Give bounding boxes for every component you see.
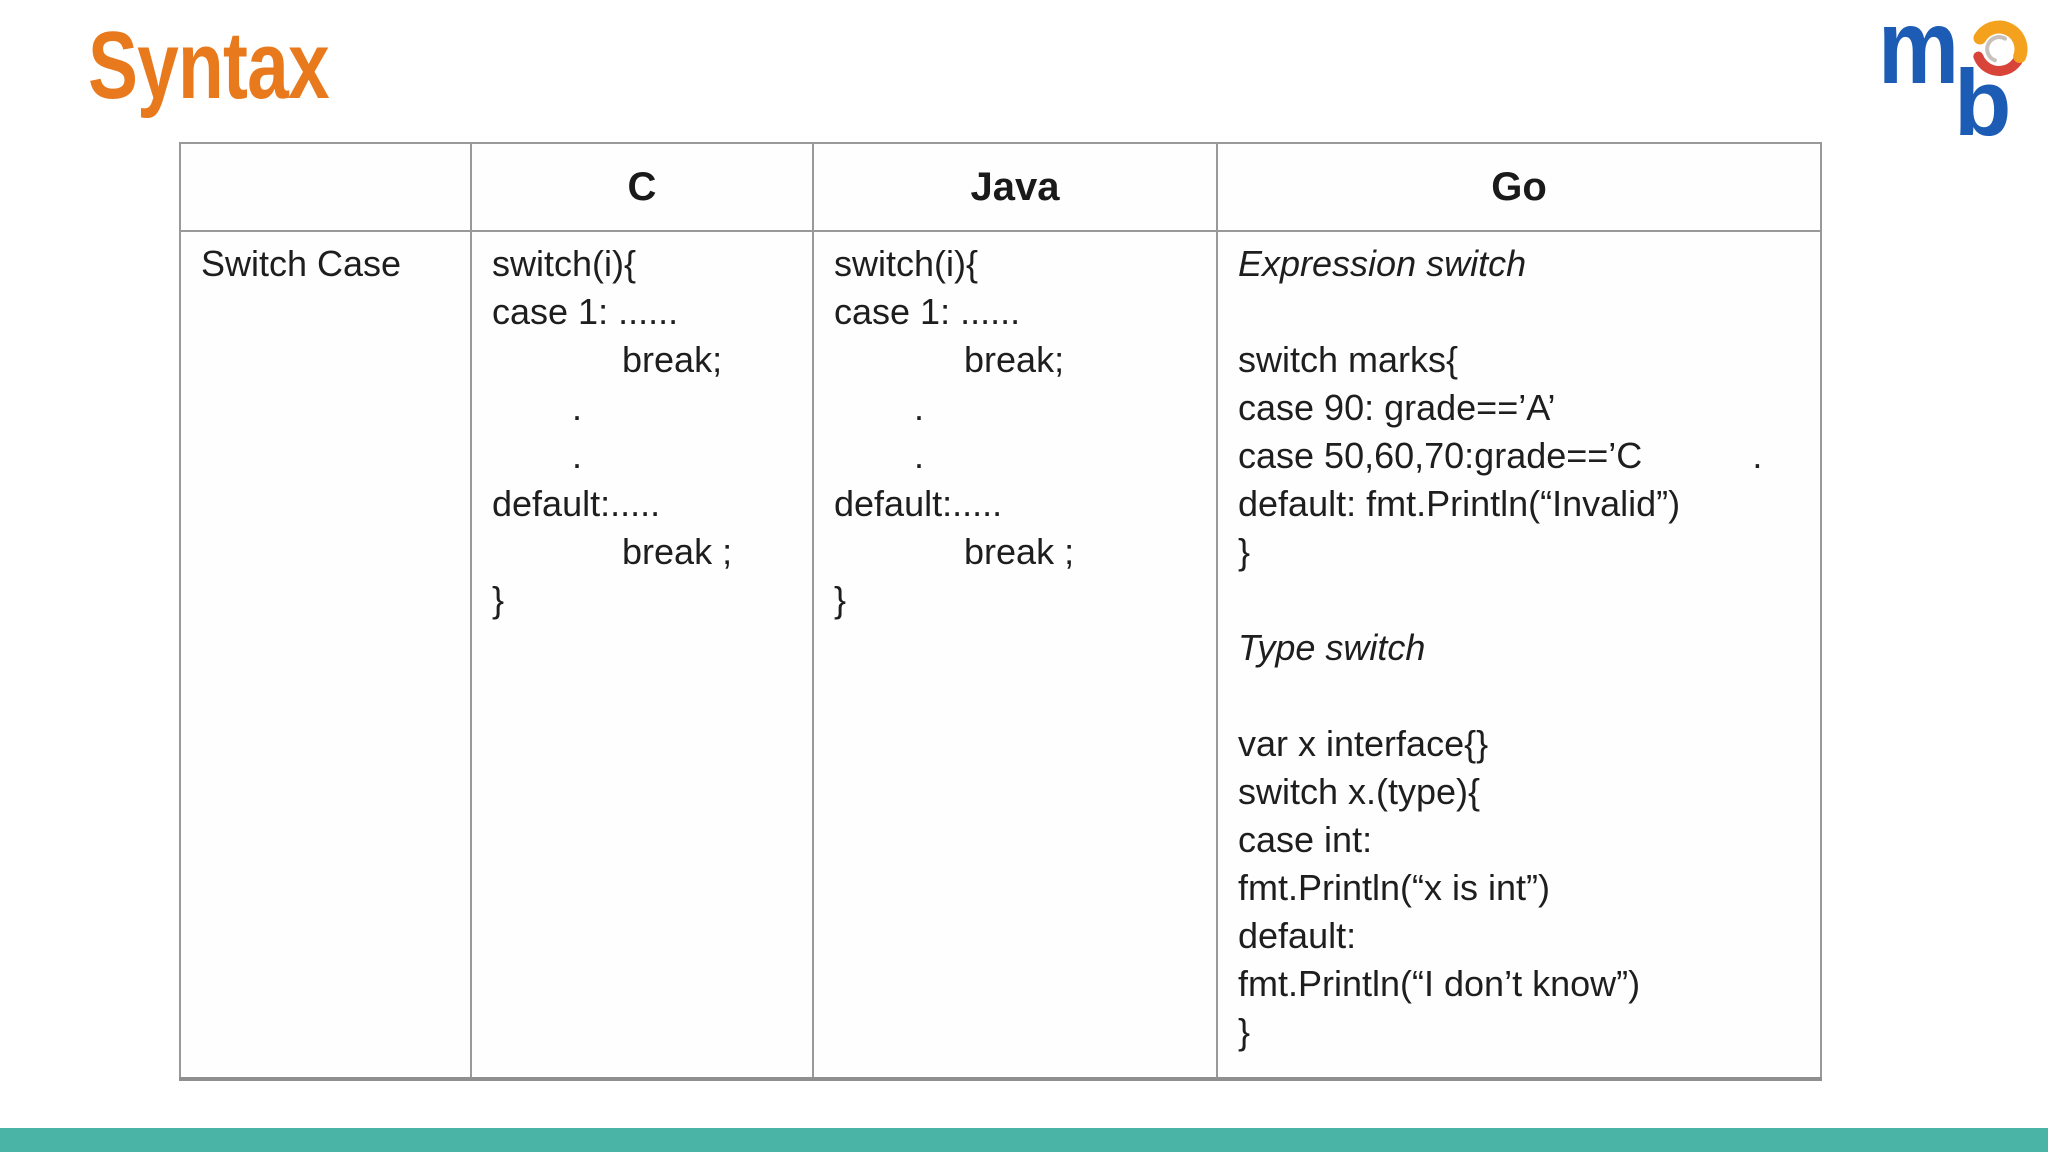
go-code-cell: Expression switch switch marks{ case 90:… (1216, 230, 1822, 1081)
row-label-cell: Switch Case (179, 230, 472, 1081)
logo-letter-b: b (1954, 50, 2012, 155)
c-code: switch(i){ case 1: ...... break; . . def… (492, 243, 733, 620)
java-code: switch(i){ case 1: ...... break; . . def… (834, 243, 1075, 620)
go-expression-switch-heading: Expression switch (1238, 243, 1527, 284)
logo-letter-m: m (1878, 0, 1960, 106)
table-row: Switch Case switch(i){ case 1: ...... br… (179, 230, 1822, 1081)
java-code-cell: switch(i){ case 1: ...... break; . . def… (812, 230, 1218, 1081)
logo-swirl-icon (1973, 20, 2028, 76)
column-header-c: C (470, 142, 814, 232)
column-header-empty (179, 142, 472, 232)
column-header-java: Java (812, 142, 1218, 232)
go-type-switch-section: Type switch var x interface{} switch x.(… (1238, 624, 1804, 1056)
go-type-switch-heading: Type switch (1238, 627, 1426, 668)
go-type-switch-code: var x interface{} switch x.(type){ case … (1238, 723, 1641, 1052)
syntax-comparison-table: C Java Go Switch Case switch(i){ case 1:… (179, 142, 1822, 1081)
mb-logo: m b (1878, 0, 2032, 150)
go-expression-switch-section: Expression switch switch marks{ case 90:… (1238, 240, 1804, 576)
column-header-go: Go (1216, 142, 1822, 232)
table-header-row: C Java Go (179, 142, 1822, 232)
page-title: Syntax (88, 12, 330, 119)
footer-accent-bar (0, 1128, 2048, 1152)
go-expression-switch-code: switch marks{ case 90: grade==’A’ case 5… (1238, 339, 1763, 572)
c-code-cell: switch(i){ case 1: ...... break; . . def… (470, 230, 814, 1081)
